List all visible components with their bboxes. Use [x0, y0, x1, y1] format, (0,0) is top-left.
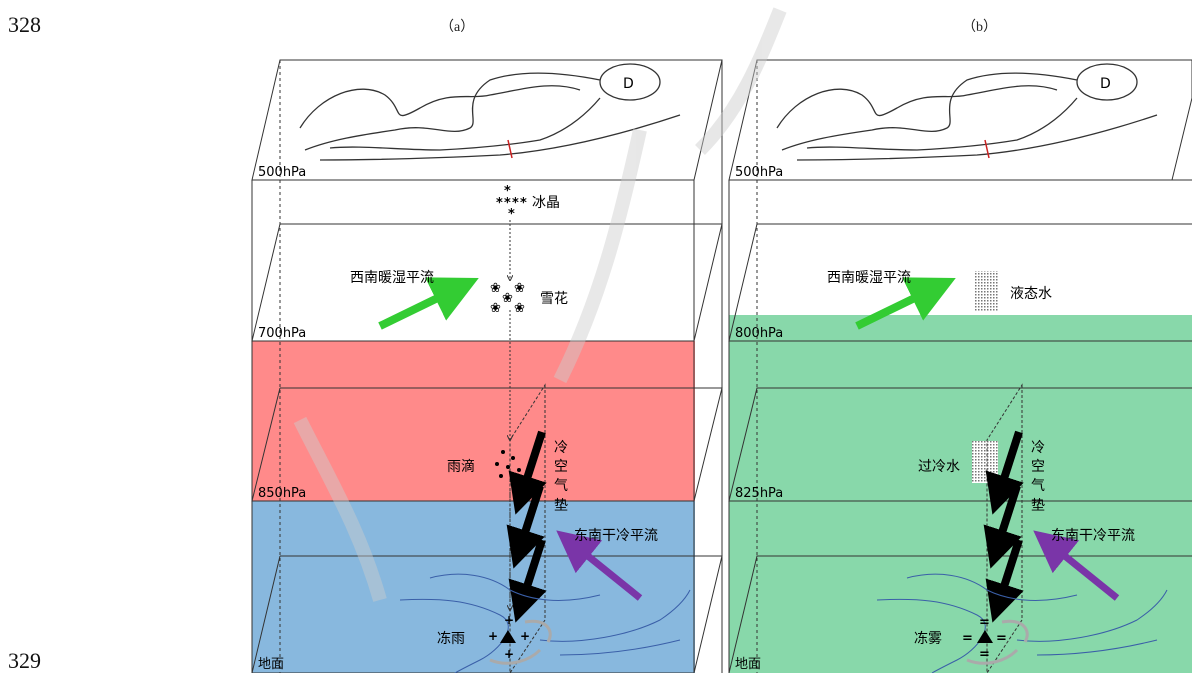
cold-cushion-label: 冷 空 气 垫 [1031, 440, 1045, 514]
se-advection-label: 东南干冷平流 [1051, 528, 1135, 544]
se-advection-label: 东南干冷平流 [574, 528, 658, 544]
se-advection-arrow [1033, 530, 1120, 601]
cold-air-arrows [506, 430, 547, 623]
contours [299, 63, 681, 161]
plane-800 [728, 223, 1192, 342]
low-center: D [1100, 76, 1111, 92]
cyclonic-curve [489, 648, 542, 665]
svg-text:垫: 垫 [554, 498, 568, 514]
level-surface: 地面 [735, 657, 761, 672]
supercooled-water-label: 过冷水 [918, 459, 960, 475]
line-number-329: 329 [8, 648, 41, 673]
svg-text:❀: ❀ [502, 291, 513, 306]
svg-text:空: 空 [1031, 459, 1045, 475]
liquid-water-label: 液态水 [1010, 286, 1052, 302]
se-advection-arrow [556, 530, 643, 601]
svg-text:=: = [962, 631, 973, 646]
sw-advection-label: 西南暖湿平流 [827, 270, 911, 286]
svg-text:气: 气 [554, 478, 568, 494]
level-500: 500hPa [735, 165, 783, 180]
freezing-drizzle-label: 冻雾 [914, 630, 942, 647]
liquid-water-icon [974, 271, 998, 311]
surface-isolines [876, 573, 1168, 673]
svg-text:*: * [496, 196, 503, 211]
supercooled-water-icon [972, 441, 998, 483]
plane-500hpa [251, 59, 723, 181]
level-850: 850hPa [258, 486, 306, 501]
svg-text:+: + [488, 629, 498, 643]
plane-850 [251, 387, 723, 502]
level-500: 500hPa [258, 165, 306, 180]
ice-pellets: + + + + [488, 613, 530, 661]
svg-text:❀: ❀ [490, 281, 501, 296]
level-700: 700hPa [258, 326, 306, 341]
fog-symbols: = = = = [962, 615, 1007, 662]
trough-line [507, 139, 513, 159]
freezing-drizzle-icon [977, 630, 993, 643]
sw-advection-label: 西南暖湿平流 [350, 270, 434, 286]
snowflake-icon: ❀❀❀❀❀ [490, 281, 525, 316]
svg-text:垫: 垫 [1031, 498, 1045, 514]
svg-text:=: = [979, 647, 990, 662]
panel-b: D 500hPa 800hPa 825hPa 地面 液态水 过冷水 冷 空 气 … [728, 59, 1192, 673]
plane-825 [728, 387, 1192, 502]
freezing-rain-label: 冻雨 [437, 630, 465, 647]
svg-text:❀: ❀ [514, 301, 525, 316]
plane-500hpa [728, 59, 1192, 181]
line-number-328: 328 [8, 12, 41, 37]
sw-advection-arrow [378, 277, 479, 330]
svg-text:+: + [504, 613, 514, 627]
svg-text:+: + [520, 629, 530, 643]
svg-text:气: 气 [1031, 478, 1045, 494]
svg-text:=: = [979, 615, 990, 630]
level-825: 825hPa [735, 486, 783, 501]
cyclonic-curve [1001, 619, 1029, 643]
contours [776, 63, 1158, 161]
ice-crystals-label: 冰晶 [532, 195, 560, 211]
svg-text:冷: 冷 [1031, 440, 1045, 456]
svg-text:*: * [504, 184, 511, 199]
cold-layer [729, 315, 1192, 673]
level-surface: 地面 [258, 657, 284, 672]
cold-air-arrows [983, 430, 1024, 623]
warm-layer [252, 341, 695, 501]
svg-text:空: 空 [554, 459, 568, 475]
trough-line [984, 139, 990, 159]
panel-a: D 500hPa 700hPa 850hPa 地面 ****** 冰晶 ❀❀❀❀… [251, 59, 723, 673]
svg-text:❀: ❀ [514, 281, 525, 296]
level-800: 800hPa [735, 326, 783, 341]
svg-text:=: = [996, 631, 1007, 646]
svg-text:*: * [508, 207, 515, 222]
surface-isolines [399, 573, 691, 673]
cyclonic-curve [524, 619, 552, 643]
svg-text:*: * [504, 196, 511, 211]
sw-advection-arrow [855, 277, 956, 330]
ice-crystal-icon: ****** [496, 184, 527, 222]
cold-cushion-label: 冷 空 气 垫 [554, 440, 568, 514]
snowflakes-label: 雪花 [540, 291, 568, 307]
svg-text:冷: 冷 [554, 440, 568, 456]
svg-text:❀: ❀ [490, 301, 501, 316]
plane-700 [251, 223, 723, 342]
panel-a-label: （a） [440, 20, 475, 35]
svg-text:*: * [512, 196, 519, 211]
cyclonic-curve [966, 648, 1019, 665]
freezing-rain-icon [500, 630, 516, 643]
svg-text:*: * [520, 196, 527, 211]
watermark [293, 7, 787, 602]
svg-text:+: + [504, 647, 514, 661]
panel-b-label: （b） [962, 20, 997, 35]
raindrops-label: 雨滴 [447, 458, 475, 475]
low-center: D [623, 76, 634, 92]
